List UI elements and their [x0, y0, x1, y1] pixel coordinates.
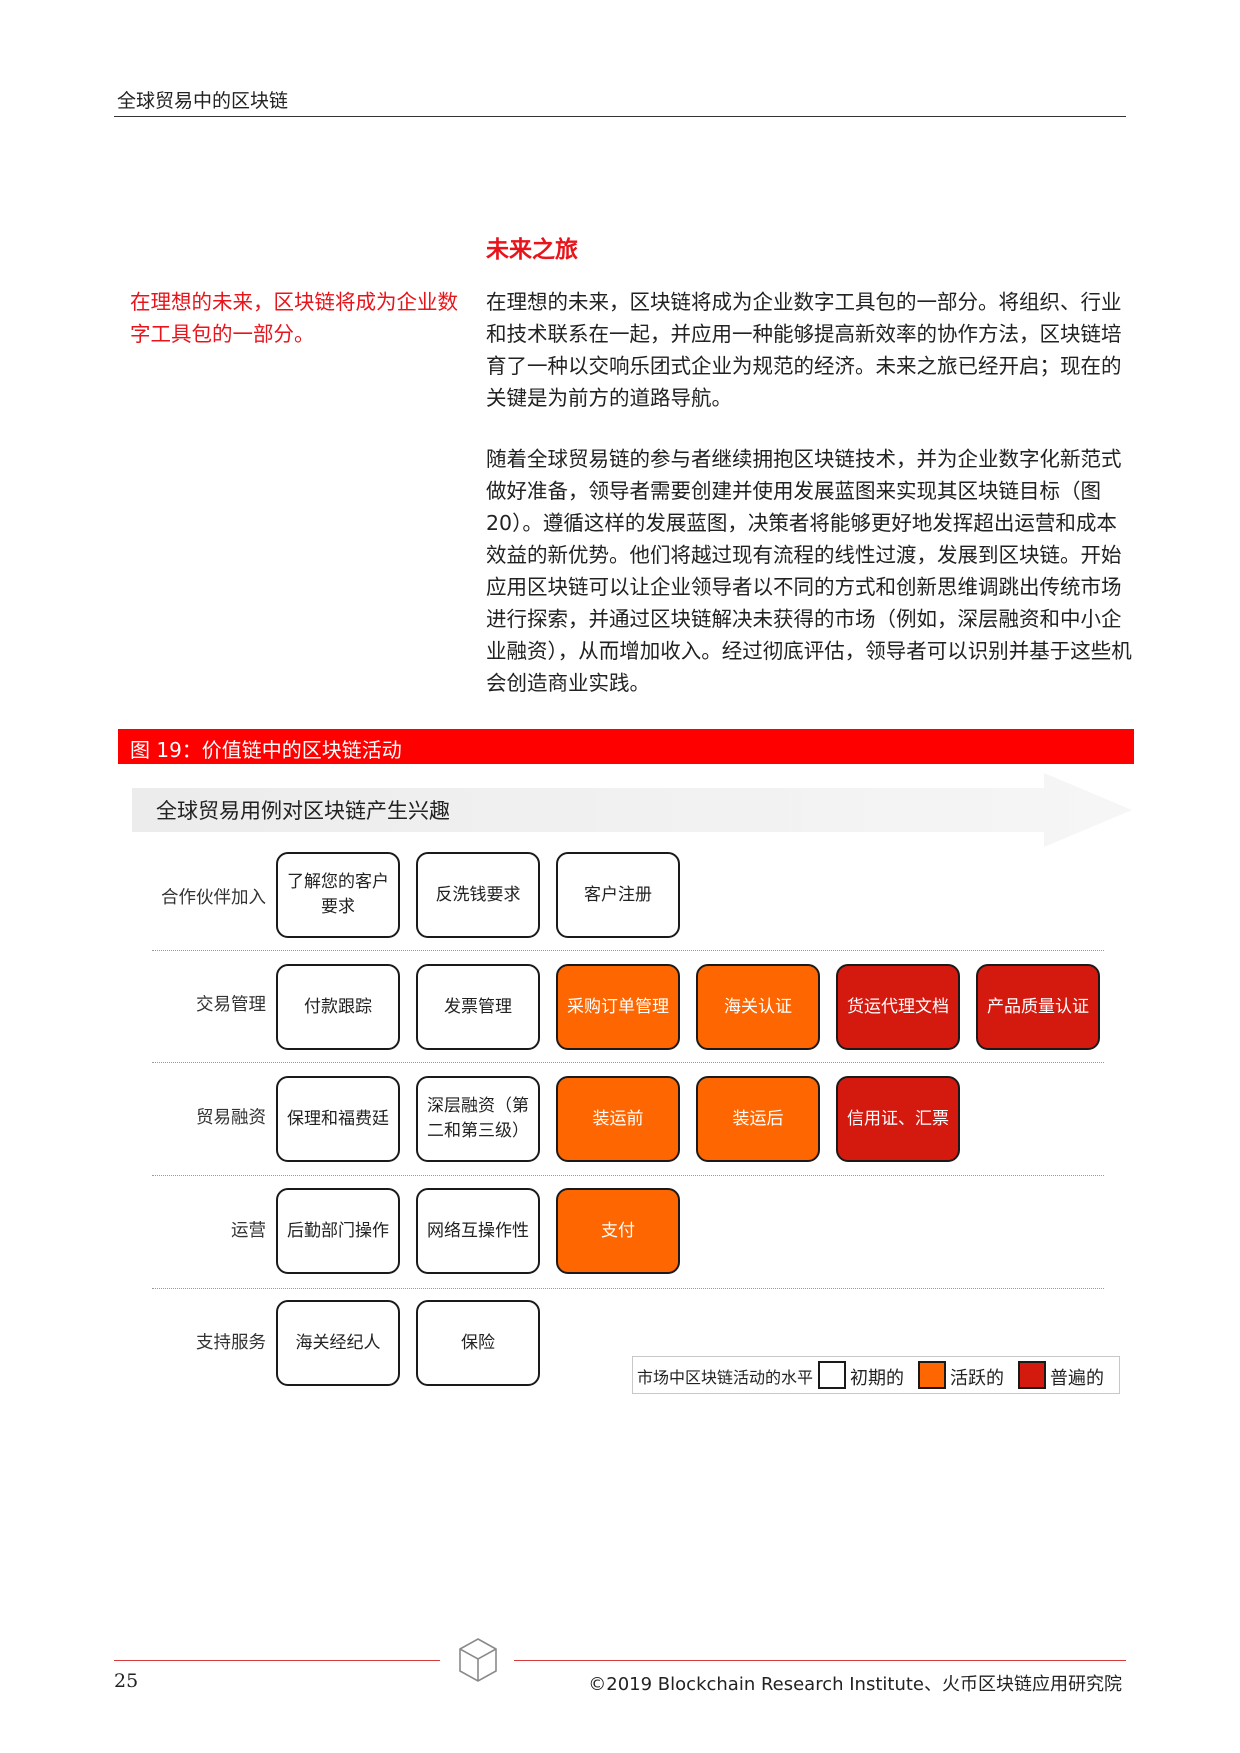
legend-title: 市场中区块链活动的水平 [637, 1368, 814, 1387]
footer-copyright: ©2019 Blockchain Research Institute、火币区块… [588, 1674, 1122, 1695]
activity-box-common: 产品质量认证 [976, 964, 1100, 1050]
activity-box-initial: 保理和福费廷 [276, 1076, 400, 1162]
footer-rule-left [114, 1660, 440, 1661]
section-title: 未来之旅 [486, 237, 578, 263]
row-label-transaction-management: 交易管理 [196, 995, 266, 1015]
activity-box-active: 装运前 [556, 1076, 680, 1162]
activity-box-initial: 保险 [416, 1300, 540, 1386]
activity-box-active: 采购订单管理 [556, 964, 680, 1050]
activity-box-initial: 反洗钱要求 [416, 852, 540, 938]
cube-logo-icon [459, 1638, 497, 1682]
body-paragraph-2: 随着全球贸易链的参与者继续拥抱区块链技术，并为企业数字化新范式做好准备，领导者需… [486, 447, 1132, 695]
activity-box-initial: 深层融资（第二和第三级） [416, 1076, 540, 1162]
legend-swatch-active [918, 1361, 946, 1389]
activity-box-initial: 后勤部门操作 [276, 1188, 400, 1274]
activity-box-active: 海关认证 [696, 964, 820, 1050]
row-separator [152, 950, 1104, 951]
pull-quote: 在理想的未来，区块链将成为企业数字工具包的一部分。 [130, 290, 458, 346]
page-number: 25 [114, 1670, 139, 1692]
activity-box-active: 装运后 [696, 1076, 820, 1162]
figure-title-bar: 图 19：价值链中的区块链活动 [118, 729, 1134, 764]
row-separator [152, 1062, 1104, 1063]
row-label-support-services: 支持服务 [196, 1333, 266, 1353]
activity-box-initial: 发票管理 [416, 964, 540, 1050]
activity-box-active: 支付 [556, 1188, 680, 1274]
legend-swatch-common [1018, 1361, 1046, 1389]
figure-title: 图 19：价值链中的区块链活动 [130, 738, 402, 762]
body-paragraph-1: 在理想的未来，区块链将成为企业数字工具包的一部分。将组织、行业和技术联系在一起，… [486, 290, 1122, 410]
activity-box-initial: 了解您的客户要求 [276, 852, 400, 938]
footer-rule-right [514, 1660, 1126, 1661]
activity-box-initial: 客户注册 [556, 852, 680, 938]
row-label-trade-finance: 贸易融资 [196, 1108, 266, 1128]
activity-box-common: 信用证、汇票 [836, 1076, 960, 1162]
row-label-operations: 运营 [231, 1221, 266, 1241]
legend-label-active: 活跃的 [950, 1368, 1004, 1389]
banner-text: 全球贸易用例对区块链产生兴趣 [156, 799, 450, 823]
arrow-banner [132, 773, 1132, 847]
running-header: 全球贸易中的区块链 [117, 90, 289, 112]
header-rule [114, 116, 1126, 117]
legend-swatch-initial [818, 1361, 846, 1389]
legend-label-initial: 初期的 [850, 1368, 904, 1389]
activity-box-initial: 网络互操作性 [416, 1188, 540, 1274]
legend [632, 1356, 1120, 1394]
row-separator [152, 1175, 1104, 1176]
activity-box-initial: 海关经纪人 [276, 1300, 400, 1386]
activity-box-common: 货运代理文档 [836, 964, 960, 1050]
row-separator [152, 1288, 1104, 1289]
activity-box-initial: 付款跟踪 [276, 964, 400, 1050]
row-label-partner-onboarding: 合作伙伴加入 [161, 888, 266, 908]
legend-label-common: 普遍的 [1050, 1368, 1104, 1389]
